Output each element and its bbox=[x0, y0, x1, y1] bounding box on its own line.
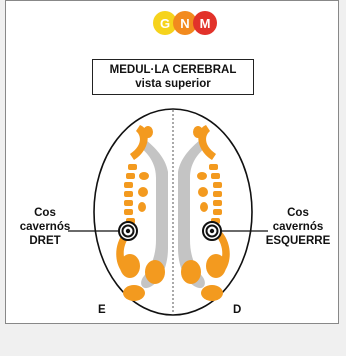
orange-blob-left-4 bbox=[138, 202, 146, 212]
label-cavernous-body-right: Cos cavernós DRET bbox=[16, 206, 74, 248]
orange-seg-right-1 bbox=[209, 164, 218, 170]
orange-oval-left-1 bbox=[120, 254, 140, 278]
cavernous-body-left-marker bbox=[203, 222, 221, 240]
side-label-right: D bbox=[233, 304, 241, 316]
orange-seg-right-6 bbox=[213, 209, 222, 215]
side-label-left: E bbox=[98, 304, 106, 316]
orange-blob-right-4 bbox=[200, 202, 208, 212]
orange-seg-right-2 bbox=[211, 173, 220, 179]
label-cavernous-body-left: Cos cavernós ESQUERRE bbox=[260, 206, 336, 248]
orange-seg-left-6 bbox=[124, 209, 133, 215]
cavernous-body-right-marker bbox=[119, 222, 137, 240]
label-right-line1: Cos bbox=[260, 206, 336, 220]
orange-seg-right-4 bbox=[213, 191, 222, 197]
orange-seg-left-2 bbox=[126, 173, 135, 179]
label-left-line1: Cos bbox=[16, 206, 74, 220]
orange-oval-right-3 bbox=[201, 285, 223, 301]
orange-seg-left-4 bbox=[124, 191, 133, 197]
orange-blob-right-2 bbox=[197, 172, 207, 180]
orange-oval-right-2 bbox=[181, 260, 201, 284]
orange-blob-left-1 bbox=[143, 126, 153, 138]
label-left-line2: cavernós bbox=[16, 220, 74, 234]
orange-blob-right-1 bbox=[193, 126, 203, 138]
label-left-line3: DRET bbox=[16, 234, 74, 248]
orange-oval-right-1 bbox=[206, 254, 226, 278]
orange-blob-left-3 bbox=[138, 187, 148, 197]
orange-seg-left-1 bbox=[128, 164, 137, 170]
label-right-line2: cavernós bbox=[260, 220, 336, 234]
orange-seg-left-3 bbox=[124, 182, 133, 188]
orange-seg-right-5 bbox=[213, 200, 222, 206]
orange-oval-left-3 bbox=[123, 285, 145, 301]
orange-blob-left-2 bbox=[139, 172, 149, 180]
orange-seg-right-3 bbox=[213, 182, 222, 188]
label-right-line3: ESQUERRE bbox=[260, 234, 336, 248]
orange-oval-left-2 bbox=[145, 260, 165, 284]
orange-seg-left-5 bbox=[124, 200, 133, 206]
orange-blob-right-3 bbox=[198, 187, 208, 197]
